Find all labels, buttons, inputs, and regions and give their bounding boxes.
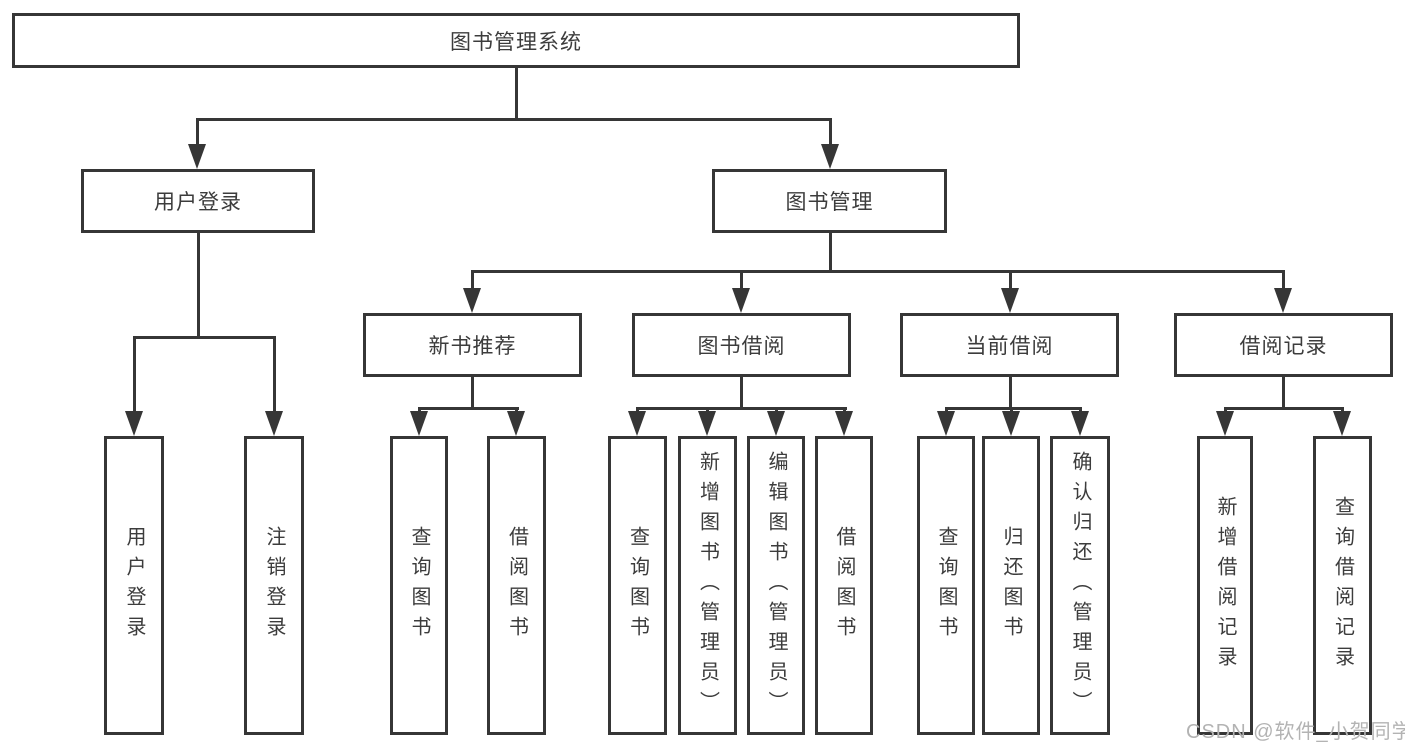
connector-line <box>471 377 474 410</box>
leaf-logout: 注销登录 <box>244 436 304 735</box>
node-label: 图书管理 <box>785 191 874 214</box>
connector-line <box>1224 407 1344 410</box>
node-label: 新增图书（管理员） <box>696 450 719 721</box>
node-label: 当前借阅 <box>965 335 1054 358</box>
node-label: 借阅记录 <box>1239 335 1328 358</box>
node-label: 编辑图书（管理员） <box>765 450 787 721</box>
leaf-query-borrow-record: 查询借阅记录 <box>1313 436 1372 735</box>
arrow-down-icon <box>1002 411 1020 436</box>
node-label: 图书借阅 <box>697 335 786 358</box>
leaf-query-books-borrowing: 查询图书 <box>608 436 667 735</box>
connector-line <box>829 233 832 273</box>
connector-line <box>740 270 743 290</box>
node-borrowing-records: 借阅记录 <box>1174 313 1393 377</box>
connector-line <box>418 407 519 410</box>
connector-line <box>515 68 518 119</box>
arrow-down-icon <box>265 411 283 436</box>
node-label: 确认归还（管理员） <box>1069 450 1091 721</box>
connector-line <box>133 336 136 413</box>
node-user-login: 用户登录 <box>81 169 315 233</box>
arrow-down-icon <box>1001 288 1019 313</box>
node-book-borrowing: 图书借阅 <box>632 313 851 377</box>
arrow-down-icon <box>1071 411 1089 436</box>
connector-line <box>740 377 743 410</box>
arrow-down-icon <box>410 411 428 436</box>
leaf-borrow-books-recommend: 借阅图书 <box>487 436 546 735</box>
node-label: 新增借阅记录 <box>1214 495 1236 676</box>
node-label: 借阅图书 <box>833 525 855 646</box>
node-label: 用户登录 <box>154 191 242 214</box>
arrow-down-icon <box>463 288 481 313</box>
node-label: 查询借阅记录 <box>1331 495 1354 676</box>
node-label: 注销登录 <box>263 525 285 646</box>
arrow-down-icon <box>1274 288 1292 313</box>
leaf-edit-books-admin: 编辑图书（管理员） <box>747 436 805 735</box>
connector-line <box>1009 377 1012 410</box>
connector-line <box>197 233 200 338</box>
connector-line <box>196 118 831 121</box>
connector-line <box>829 118 832 146</box>
node-book-management: 图书管理 <box>712 169 947 233</box>
connector-line <box>133 336 275 339</box>
csdn-watermark: CSDN @软件_小贺同学 <box>1186 721 1405 743</box>
node-current-borrowing: 当前借阅 <box>900 313 1119 377</box>
connector-line <box>945 407 1082 410</box>
leaf-query-books-recommend: 查询图书 <box>390 436 448 735</box>
arrow-down-icon <box>507 411 525 436</box>
leaf-add-borrow-record: 新增借阅记录 <box>1197 436 1253 735</box>
node-label: 查询图书 <box>626 525 649 646</box>
connector-line <box>471 270 474 290</box>
node-label: 查询图书 <box>935 525 957 646</box>
arrow-down-icon <box>1333 411 1351 436</box>
node-library-management-system: 图书管理系统 <box>12 13 1020 68</box>
arrow-down-icon <box>835 411 853 436</box>
arrow-down-icon <box>821 144 839 169</box>
node-label: 借阅图书 <box>505 525 528 646</box>
connector-line <box>636 407 847 410</box>
arrow-down-icon <box>628 411 646 436</box>
connector-line <box>1282 377 1285 410</box>
leaf-confirm-return-admin: 确认归还（管理员） <box>1050 436 1110 735</box>
arrow-down-icon <box>767 411 785 436</box>
node-label: 图书管理系统 <box>450 30 582 54</box>
connector-line <box>1009 270 1012 290</box>
arrow-down-icon <box>188 144 206 169</box>
arrow-down-icon <box>125 411 143 436</box>
arrow-down-icon <box>698 411 716 436</box>
connector-line <box>1282 270 1285 290</box>
leaf-query-books-current: 查询图书 <box>917 436 975 735</box>
arrow-down-icon <box>732 288 750 313</box>
node-label: 新书推荐 <box>428 335 517 358</box>
leaf-user-login: 用户登录 <box>104 436 164 735</box>
node-label: 归还图书 <box>1000 525 1022 646</box>
arrow-down-icon <box>937 411 955 436</box>
connector-line <box>471 270 1285 273</box>
connector-line <box>196 118 199 146</box>
node-new-book-recommendation: 新书推荐 <box>363 313 582 377</box>
node-label: 用户登录 <box>123 525 145 646</box>
leaf-add-books-admin: 新增图书（管理员） <box>678 436 737 735</box>
leaf-return-books: 归还图书 <box>982 436 1040 735</box>
node-label: 查询图书 <box>408 525 430 646</box>
arrow-down-icon <box>1216 411 1234 436</box>
leaf-borrow-books: 借阅图书 <box>815 436 873 735</box>
connector-line <box>273 336 276 413</box>
